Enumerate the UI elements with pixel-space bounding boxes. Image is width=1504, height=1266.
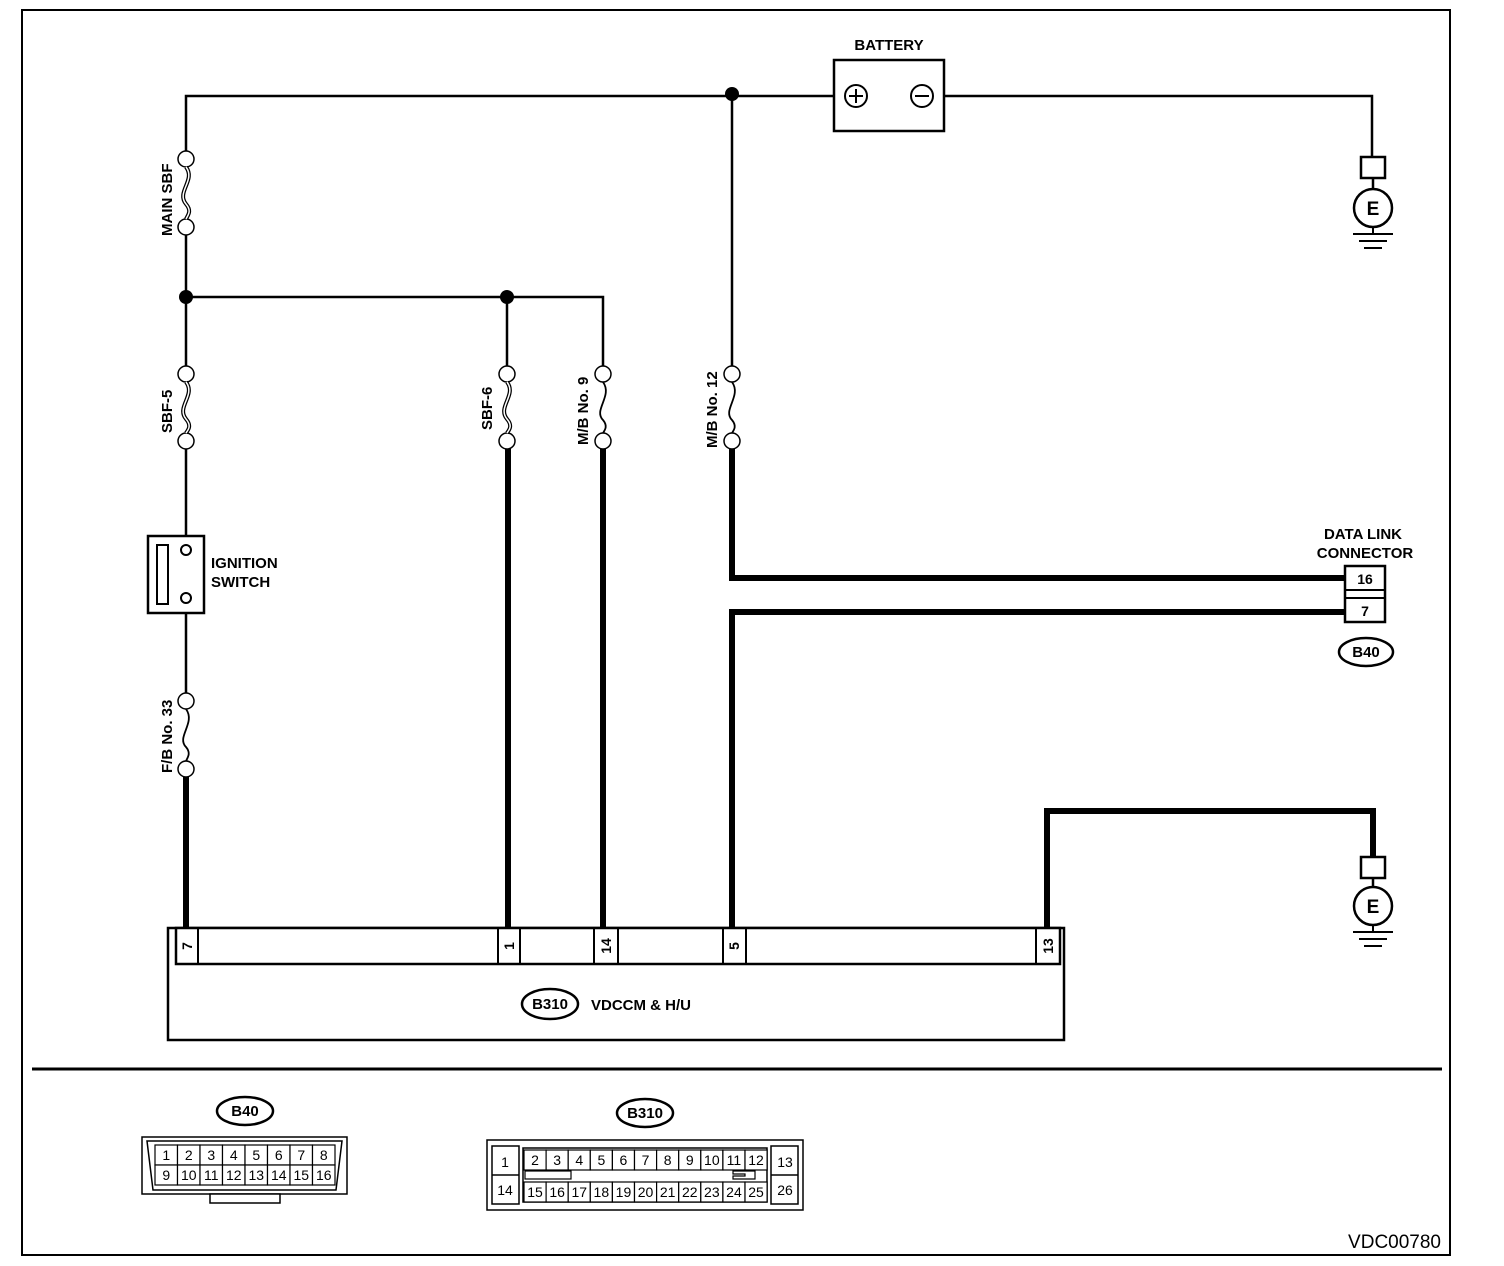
thick-wires xyxy=(183,448,1376,928)
b310-pin-label: 16 xyxy=(549,1184,565,1200)
junction-dot-mid xyxy=(500,290,514,304)
b310-pin-label: 6 xyxy=(620,1152,628,1168)
b310-connector-code: B310 xyxy=(627,1105,663,1122)
dlc-pin-7: 7 xyxy=(1361,603,1369,619)
b310-pin-label: 18 xyxy=(594,1184,610,1200)
b40-pin-label: 11 xyxy=(204,1167,219,1183)
ignition-switch xyxy=(146,534,206,615)
b310-pin-label: 21 xyxy=(660,1184,676,1200)
ground-top-label: E xyxy=(1367,199,1380,220)
junction-dot-left xyxy=(179,290,193,304)
b40-pin-label: 4 xyxy=(230,1147,238,1163)
b310-connector-tag xyxy=(615,1097,675,1129)
module-name: VDCCM & H/U xyxy=(591,997,691,1014)
b40-pin-label: 1 xyxy=(162,1147,170,1163)
b40-pin-label: 7 xyxy=(297,1147,305,1163)
ignition-label-line1: IGNITION xyxy=(211,555,278,572)
module-pin-13: 13 xyxy=(1040,938,1056,954)
b40-pin-label: 13 xyxy=(248,1167,264,1183)
b40-pin-label: 15 xyxy=(293,1167,309,1183)
battery-label: BATTERY xyxy=(854,37,923,54)
b310-pin-label: 10 xyxy=(704,1152,720,1168)
diagram-code: VDC00780 xyxy=(1348,1232,1441,1253)
b40-pin-label: 6 xyxy=(275,1147,283,1163)
dlc-label-line2: CONNECTOR xyxy=(1317,545,1414,562)
b310-pin-label: 12 xyxy=(748,1152,764,1168)
ground-bottom-label: E xyxy=(1367,897,1380,918)
b40-pin-label: 8 xyxy=(320,1147,328,1163)
dlc-label-line1: DATA LINK xyxy=(1324,526,1402,543)
b310-pin-label: 2 xyxy=(531,1152,539,1168)
b310-pin-label: 11 xyxy=(727,1152,742,1168)
b310-pin-label: 25 xyxy=(748,1184,764,1200)
module-pin-1: 1 xyxy=(501,942,517,950)
b40-pin-label: 2 xyxy=(185,1147,193,1163)
b310-pin-label: 7 xyxy=(642,1152,650,1168)
fuse-mb12 xyxy=(723,365,741,450)
b310-pin-label: 15 xyxy=(527,1184,543,1200)
b40-pin-label: 9 xyxy=(162,1167,170,1183)
dlc-connector xyxy=(1343,564,1387,624)
main-sbf-label: MAIN SBF xyxy=(159,164,176,237)
b310-pin-label: 22 xyxy=(682,1184,698,1200)
module-pin-14: 14 xyxy=(598,938,614,954)
b40-pin-label: 10 xyxy=(181,1167,197,1183)
b40-pin-cell xyxy=(311,1164,336,1186)
ground-top xyxy=(1352,155,1394,249)
fuse-mb9 xyxy=(594,365,612,450)
dlc-pin-16: 16 xyxy=(1357,571,1373,587)
b310-pin-label: 23 xyxy=(704,1184,720,1200)
junction-dot-battery xyxy=(725,87,739,101)
b310-pin-label: 1 xyxy=(501,1154,509,1170)
fuse-sbf5 xyxy=(177,365,195,450)
b310-pin-label: 4 xyxy=(575,1152,583,1168)
b310-pin-label: 24 xyxy=(726,1184,742,1200)
battery xyxy=(832,58,946,133)
b310-pin-label: 17 xyxy=(571,1184,587,1200)
fb33-label: F/B No. 33 xyxy=(159,700,176,773)
b310-pin-label: 13 xyxy=(777,1154,793,1170)
module-pin-7: 7 xyxy=(179,942,195,950)
module-pin-5: 5 xyxy=(726,942,742,950)
b310-pin-cell xyxy=(744,1149,768,1171)
b40-connector-tag xyxy=(215,1095,275,1127)
b310-pin-label: 14 xyxy=(497,1182,513,1198)
fuse-sbf6 xyxy=(498,365,516,450)
vdccm-module xyxy=(166,926,1066,1042)
b310-pin-label: 26 xyxy=(777,1182,793,1198)
b40-pin-label: 12 xyxy=(226,1167,242,1183)
b310-pin-cell xyxy=(744,1181,768,1203)
mb12-label: M/B No. 12 xyxy=(704,371,721,448)
mb9-label: M/B No. 9 xyxy=(575,377,592,445)
outer-frame xyxy=(21,9,1451,1256)
b310-pin-label: 8 xyxy=(664,1152,672,1168)
sbf5-label: SBF-5 xyxy=(159,390,176,433)
fuse-main-sbf xyxy=(177,150,195,236)
b40-pin-label: 14 xyxy=(271,1167,287,1183)
b310-pin-label: 3 xyxy=(553,1152,561,1168)
b40-connector-code: B40 xyxy=(231,1103,259,1120)
b310-pin-label: 9 xyxy=(686,1152,694,1168)
module-connector-tag xyxy=(520,987,580,1021)
thin-wires xyxy=(184,94,1374,694)
fuse-fb33 xyxy=(177,692,195,778)
dlc-connector-code: B40 xyxy=(1352,644,1380,661)
b40-pin-label: 16 xyxy=(316,1167,332,1183)
dlc-connector-tag xyxy=(1337,636,1395,668)
ignition-label-line2: SWITCH xyxy=(211,574,270,591)
b310-pin-label: 19 xyxy=(616,1184,632,1200)
ground-bottom xyxy=(1352,855,1394,947)
b310-pin-label: 20 xyxy=(638,1184,654,1200)
module-connector-code: B310 xyxy=(532,996,568,1013)
sbf6-label: SBF-6 xyxy=(479,387,496,430)
b40-pin-label: 5 xyxy=(252,1147,260,1163)
b310-pin-label: 5 xyxy=(597,1152,605,1168)
b40-pin-label: 3 xyxy=(207,1147,215,1163)
